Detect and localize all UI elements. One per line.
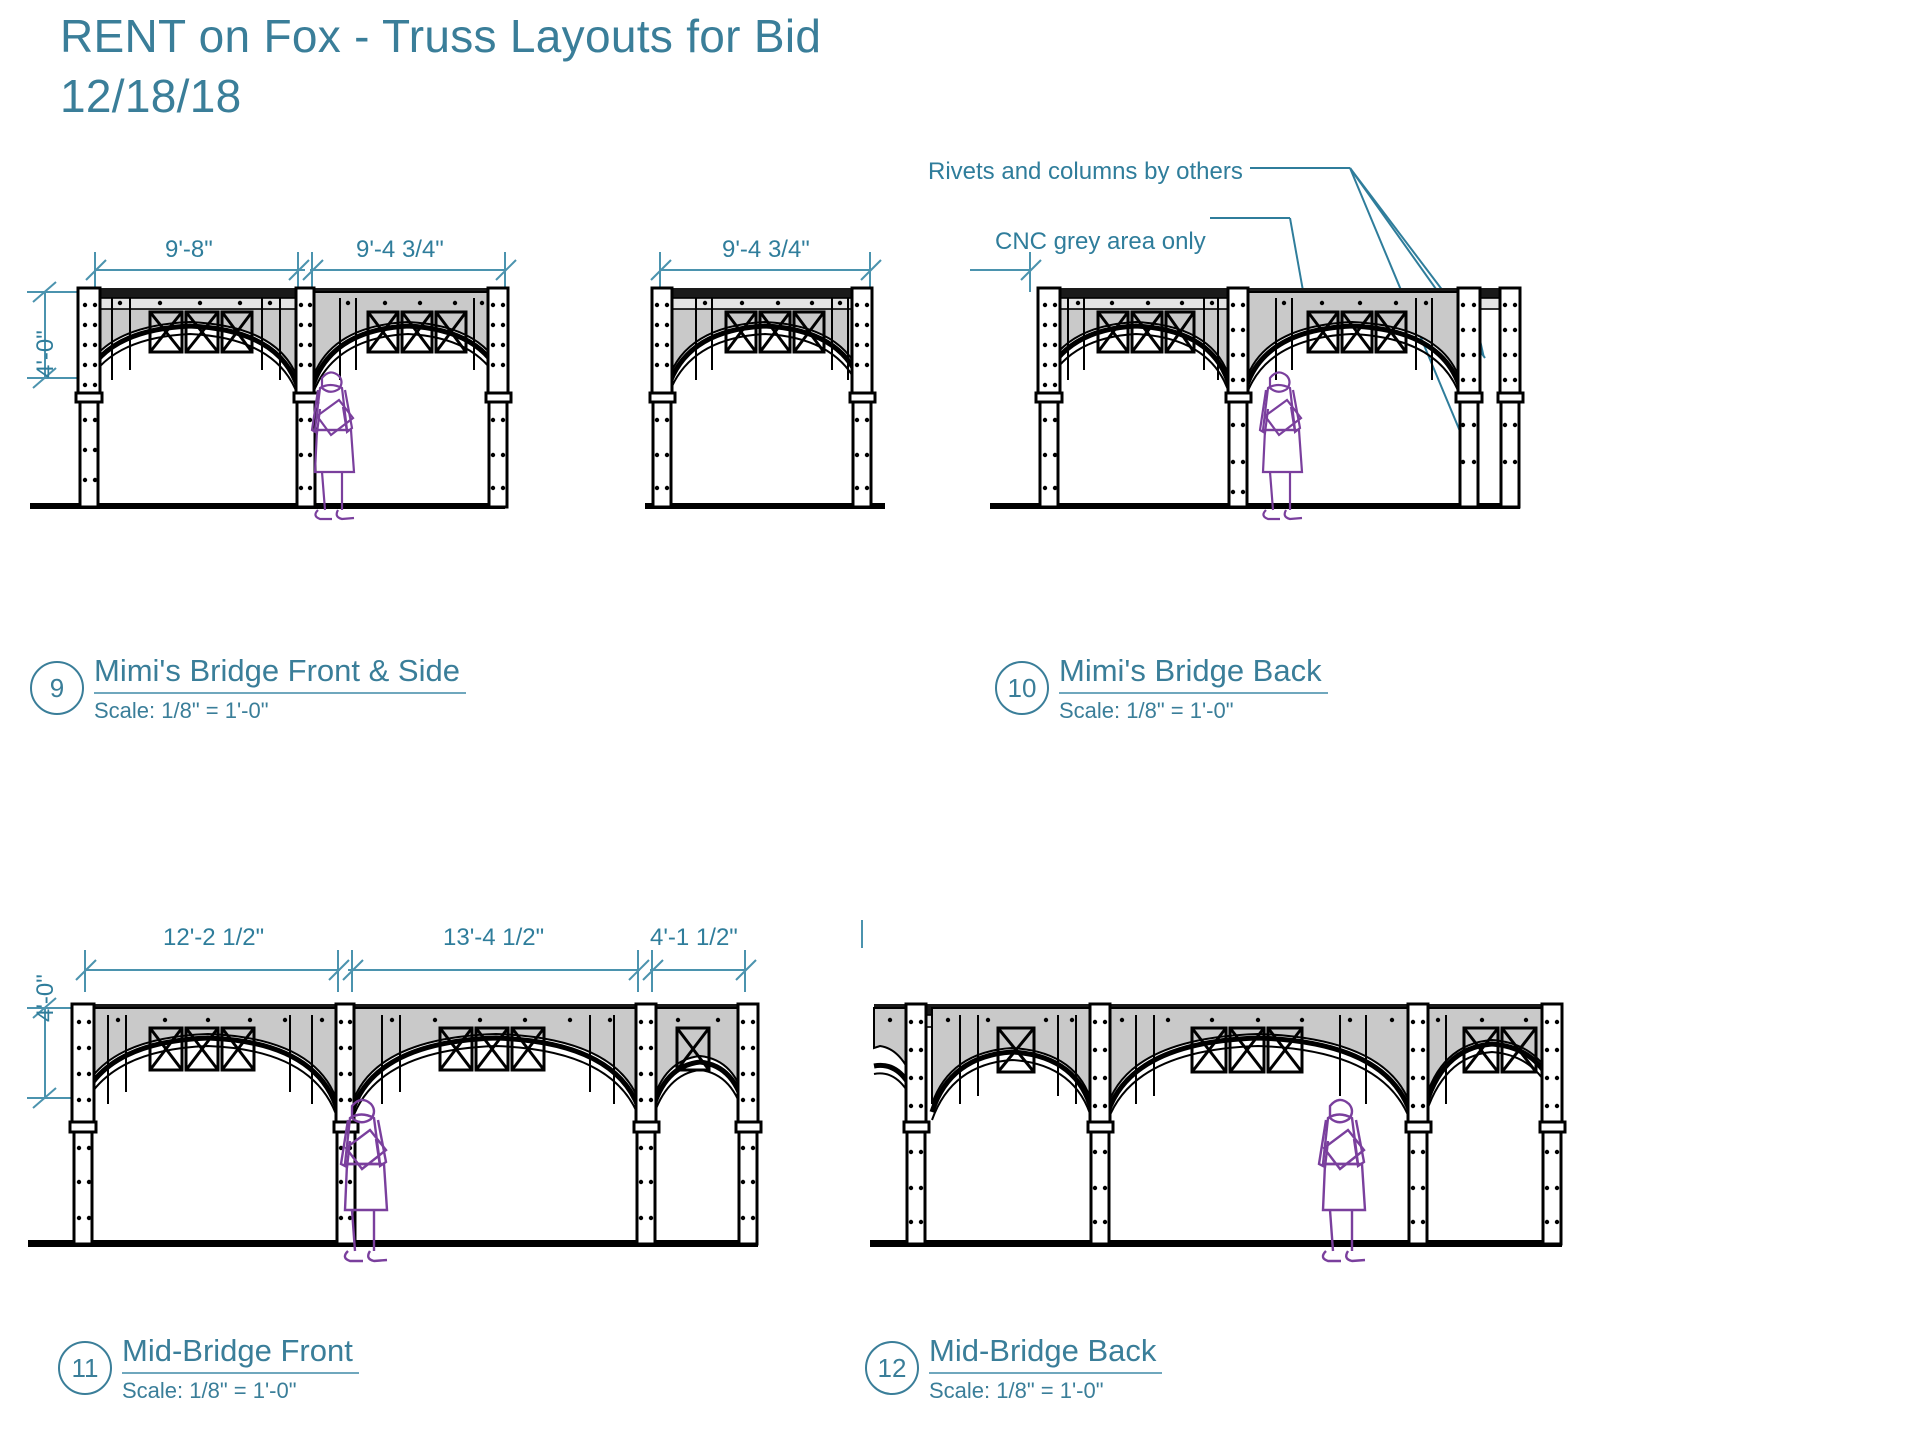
dimension-string-vertical-9 bbox=[27, 281, 80, 389]
view-mid-bridge-front bbox=[0, 920, 960, 1340]
human-scale-figure bbox=[1258, 371, 1304, 521]
column bbox=[1454, 286, 1484, 509]
view-number-bubble-10: 10 bbox=[995, 661, 1049, 715]
column bbox=[1496, 286, 1525, 509]
page-title: RENT on Fox - Truss Layouts for Bid 12/1… bbox=[60, 6, 1360, 126]
view-scale-12: Scale: 1/8" = 1'-0" bbox=[929, 1378, 1104, 1403]
view-mimis-bridge-front-side bbox=[0, 230, 960, 630]
view-title-9: Mimi's Bridge Front & Side bbox=[94, 652, 466, 694]
column bbox=[632, 1002, 661, 1246]
human-scale-figure bbox=[1317, 1098, 1367, 1263]
column bbox=[648, 286, 677, 509]
dim-label-9-3: 9'-4 3/4" bbox=[722, 236, 810, 263]
view-title-12: Mid-Bridge Back bbox=[929, 1332, 1163, 1374]
column bbox=[484, 286, 513, 509]
column bbox=[1538, 1002, 1567, 1246]
column bbox=[902, 1002, 931, 1246]
view-12-graphic bbox=[861, 920, 1567, 1263]
bridge-segment-a-9 bbox=[30, 286, 513, 509]
titleblock-view-9[interactable]: 9 Mimi's Bridge Front & Side Scale: 1/8"… bbox=[30, 652, 466, 726]
titleblock-view-12[interactable]: 12 Mid-Bridge Back Scale: 1/8" = 1'-0" bbox=[865, 1332, 1163, 1406]
dim-label-11-3: 4'-1 1/2" bbox=[650, 924, 738, 951]
column bbox=[1034, 286, 1064, 509]
view-11-graphic bbox=[27, 950, 763, 1263]
titleblock-view-10[interactable]: 10 Mimi's Bridge Back Scale: 1/8" = 1'-0… bbox=[995, 652, 1328, 726]
dim-label-11-1: 12'-2 1/2" bbox=[163, 924, 265, 951]
page-title-line-2: 12/18/18 bbox=[60, 70, 242, 122]
dimension-string-horizontal-11 bbox=[75, 950, 757, 992]
rivet-group bbox=[82, 300, 506, 491]
human-scale-figure bbox=[310, 371, 356, 521]
dim-label-9-2: 9'-4 3/4" bbox=[356, 236, 444, 263]
view-number-bubble-9: 9 bbox=[30, 661, 84, 715]
view-number-bubble-12: 12 bbox=[865, 1341, 919, 1395]
column bbox=[292, 286, 320, 509]
column bbox=[1404, 1002, 1433, 1246]
view-scale-9: Scale: 1/8" = 1'-0" bbox=[94, 698, 269, 723]
dim-label-11-vertical: 4'-0" bbox=[32, 974, 59, 1022]
dimension-string-horizontal-9 bbox=[85, 252, 882, 292]
view-title-11: Mid-Bridge Front bbox=[122, 1332, 359, 1374]
column bbox=[1224, 286, 1253, 509]
note-rivets-and-columns: Rivets and columns by others bbox=[928, 158, 1243, 185]
view-9-graphic bbox=[27, 252, 885, 521]
column bbox=[734, 1002, 763, 1246]
dim-label-9-vertical: 4'-0" bbox=[32, 330, 59, 378]
view-mimis-bridge-back bbox=[960, 167, 1920, 630]
dim-label-9-1: 9'-8" bbox=[165, 236, 213, 263]
view-scale-10: Scale: 1/8" = 1'-0" bbox=[1059, 698, 1234, 723]
view-title-10: Mimi's Bridge Back bbox=[1059, 652, 1328, 694]
dimension-tick-10 bbox=[970, 252, 1042, 292]
titleblock-view-11[interactable]: 11 Mid-Bridge Front Scale: 1/8" = 1'-0" bbox=[58, 1332, 359, 1406]
note-cnc-grey-area: CNC grey area only bbox=[995, 228, 1206, 255]
bridge-segment-b-9 bbox=[645, 286, 885, 509]
view-number-bubble-11: 11 bbox=[58, 1341, 112, 1395]
column bbox=[1086, 1002, 1115, 1246]
view-10-graphic bbox=[970, 167, 1525, 521]
view-mid-bridge-back bbox=[820, 920, 1920, 1340]
column bbox=[74, 286, 104, 509]
human-scale-figure bbox=[339, 1098, 389, 1263]
view-scale-11: Scale: 1/8" = 1'-0" bbox=[122, 1378, 297, 1403]
column bbox=[848, 286, 877, 509]
page-title-line-1: RENT on Fox - Truss Layouts for Bid bbox=[60, 10, 822, 62]
column bbox=[68, 1002, 98, 1246]
dim-label-11-2: 13'-4 1/2" bbox=[443, 924, 545, 951]
